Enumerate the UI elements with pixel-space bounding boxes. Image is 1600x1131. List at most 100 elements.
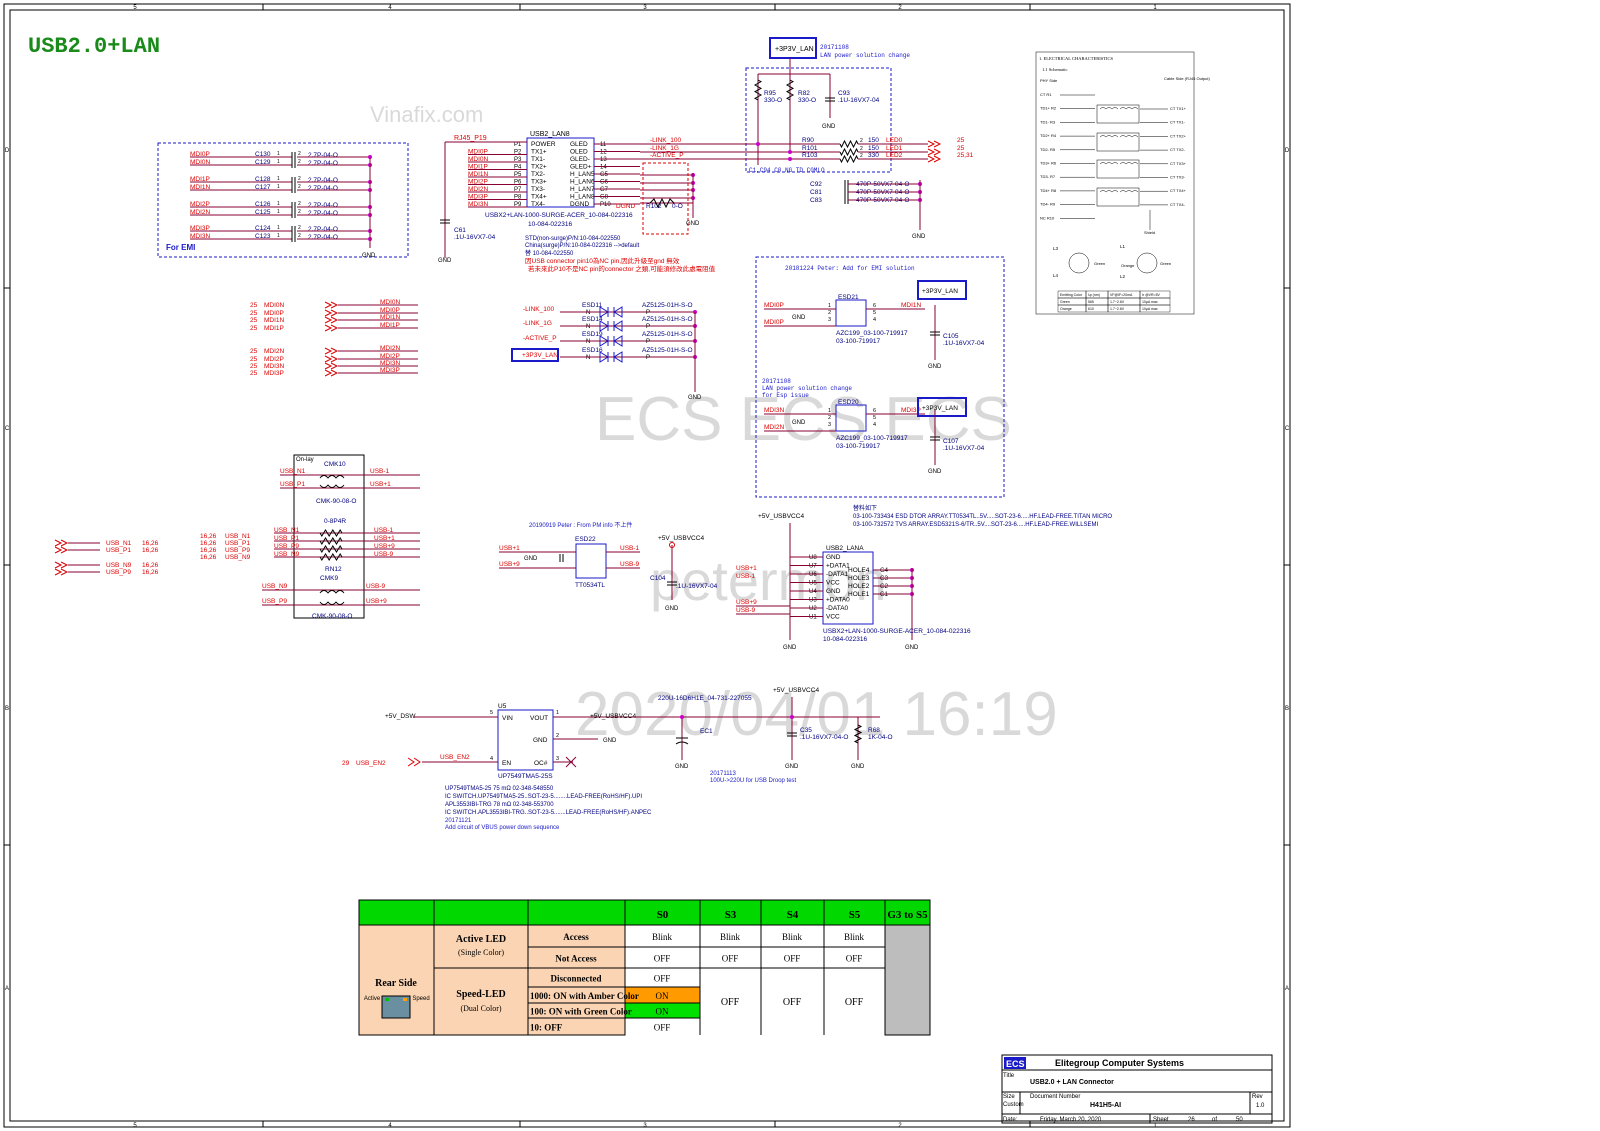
mdi-net-label: MDI3N bbox=[380, 360, 401, 367]
gnd-label: GND bbox=[438, 258, 452, 264]
esd-chip bbox=[575, 543, 607, 579]
mdi-net-label: MDI1N bbox=[190, 184, 211, 191]
esd-ref: ESD20 bbox=[838, 399, 859, 406]
gnd-label: GND bbox=[665, 606, 679, 612]
pin-number: 2 bbox=[860, 146, 863, 152]
xfmr-pin: TD2+ R4 bbox=[1040, 133, 1057, 138]
resistor-symbol bbox=[319, 529, 343, 537]
mdi-page-ref: 25 bbox=[250, 370, 258, 377]
res-value: 150 bbox=[868, 137, 879, 144]
mdi-page-ref: 25 bbox=[250, 325, 258, 332]
pin-number: U4 bbox=[809, 589, 817, 595]
col-label: 2 bbox=[898, 5, 902, 11]
state-row-label: 10: OFF bbox=[530, 1023, 563, 1033]
esd-net-label: -LINK_1G bbox=[523, 320, 552, 327]
pin-number: 12 bbox=[600, 150, 607, 156]
tb-company: Elitegroup Computer Systems bbox=[1055, 1058, 1184, 1068]
tb-rev-lbl: Rev bbox=[1252, 1094, 1263, 1100]
pin-number: G6 bbox=[600, 180, 609, 186]
tvs-diode-symbol bbox=[613, 351, 623, 363]
mdi-net-label: MDI2P bbox=[468, 179, 488, 186]
pin-number: P9 bbox=[514, 202, 522, 208]
offpage-arrow bbox=[324, 309, 339, 317]
pin-number: 2 bbox=[298, 225, 301, 231]
pin-number: U7 bbox=[809, 564, 817, 570]
mdi-net-label: MDI3N bbox=[190, 233, 211, 240]
pin-number: 2 bbox=[860, 153, 863, 159]
cn-note-1: 因USB connector pin10為NC pin,因此升級至gnd 無效 bbox=[525, 256, 680, 265]
pin-number: 6 bbox=[873, 408, 876, 414]
pin-number: 1 bbox=[277, 209, 280, 215]
ec-note: 100U->220U for USB Droop test bbox=[710, 778, 797, 784]
resistor-symbol bbox=[853, 724, 863, 744]
mdi-net-label: MDI2N bbox=[380, 345, 401, 352]
spec-text: 10μA max bbox=[1142, 300, 1158, 304]
pin-number: 2 bbox=[298, 184, 301, 190]
pin-number: 1 bbox=[556, 710, 559, 716]
led-page-ref: 25 bbox=[957, 145, 965, 152]
usb-net-label: USB+1 bbox=[374, 535, 395, 542]
tb-sheet: 26 bbox=[1188, 1117, 1195, 1123]
pin-name: -DATA1 bbox=[826, 571, 849, 578]
spec-text: 610 bbox=[1088, 307, 1094, 311]
pin-name: GLED bbox=[570, 141, 588, 148]
col-label: 5 bbox=[133, 5, 137, 11]
usb-page-ref: 16,26 bbox=[200, 554, 217, 561]
usb-page-ref: 16,26 bbox=[142, 562, 159, 569]
usb-net-label: USB_P9 bbox=[106, 569, 131, 576]
cmk-ref: CMK10 bbox=[324, 461, 346, 468]
spec-text: 565 bbox=[1088, 300, 1094, 304]
col-label: 1 bbox=[1153, 5, 1157, 11]
usb-page-ref: 16,26 bbox=[142, 569, 159, 576]
pin-name: HOLE3 bbox=[848, 575, 870, 582]
offpage-arrow bbox=[927, 155, 942, 163]
junction bbox=[788, 157, 792, 161]
led-out-net: LED1 bbox=[886, 145, 903, 152]
pin-name: DGND bbox=[570, 201, 589, 208]
pin-name: VCC bbox=[826, 580, 840, 587]
xfmr-frame bbox=[1035, 51, 1195, 315]
offpage-arrow bbox=[927, 148, 942, 156]
mdi-net-label: MDI3N bbox=[468, 201, 489, 208]
usb-net-label: USB_N1 bbox=[106, 540, 132, 547]
res-value: 150 bbox=[868, 145, 879, 152]
cap-ref: C124 bbox=[255, 225, 271, 232]
u5-note: APL3553IBI-TRG 78 mΩ 02-348-553700 bbox=[445, 802, 554, 808]
cap-value: 2.7P-04-O bbox=[308, 234, 338, 241]
usb-net-label: USB-1 bbox=[620, 545, 640, 552]
gnd-label: GND bbox=[524, 556, 538, 562]
coil-symbol bbox=[1099, 190, 1139, 193]
cap-ref: C107 bbox=[943, 438, 959, 445]
cn-note-2: 若未來此P10不是NC pin的connector 之類,可能須修改此處電阻值 bbox=[528, 264, 716, 273]
esd-pn: 03-100-719917 bbox=[836, 338, 880, 345]
usb-net-label: USB_N9 bbox=[225, 554, 251, 561]
pin-number: U2 bbox=[809, 606, 817, 612]
usb-net-label: USB_P9 bbox=[225, 547, 250, 554]
coil-symbol bbox=[1099, 135, 1139, 138]
state-s0-value: ON bbox=[656, 1007, 669, 1017]
mdi-net-label: MDI3N bbox=[264, 363, 285, 370]
cap-ref: C128 bbox=[255, 176, 271, 183]
coil-symbol bbox=[1099, 107, 1139, 110]
pin-number: 3 bbox=[556, 756, 559, 762]
p3v3-lan-box bbox=[917, 397, 967, 417]
en-net-label: USB_EN2 bbox=[356, 760, 386, 767]
state-header: S4 bbox=[787, 909, 799, 921]
pin-name: H_LAN6 bbox=[570, 179, 595, 186]
cap-ref: C123 bbox=[255, 233, 271, 240]
usb-net-label: USB+9 bbox=[499, 561, 520, 568]
esd-net-label: -LINK_100 bbox=[523, 306, 554, 313]
state-row-label: Disconnected bbox=[551, 974, 602, 984]
res-value: 330 bbox=[868, 152, 879, 159]
tvs-diode-symbol bbox=[613, 320, 623, 332]
green-cell bbox=[624, 1002, 701, 1019]
cap-ref: C129 bbox=[255, 159, 271, 166]
p3v3-lan-label: +3P3V_LAN bbox=[922, 288, 958, 295]
r102-ref: R102 bbox=[646, 203, 662, 210]
xfmr-pin: CT TX2- bbox=[1170, 147, 1186, 152]
state-s0-value: OFF bbox=[654, 974, 671, 984]
cap-value: .1U-16VX7-04 bbox=[943, 340, 985, 347]
pin-number: 2 bbox=[298, 201, 301, 207]
